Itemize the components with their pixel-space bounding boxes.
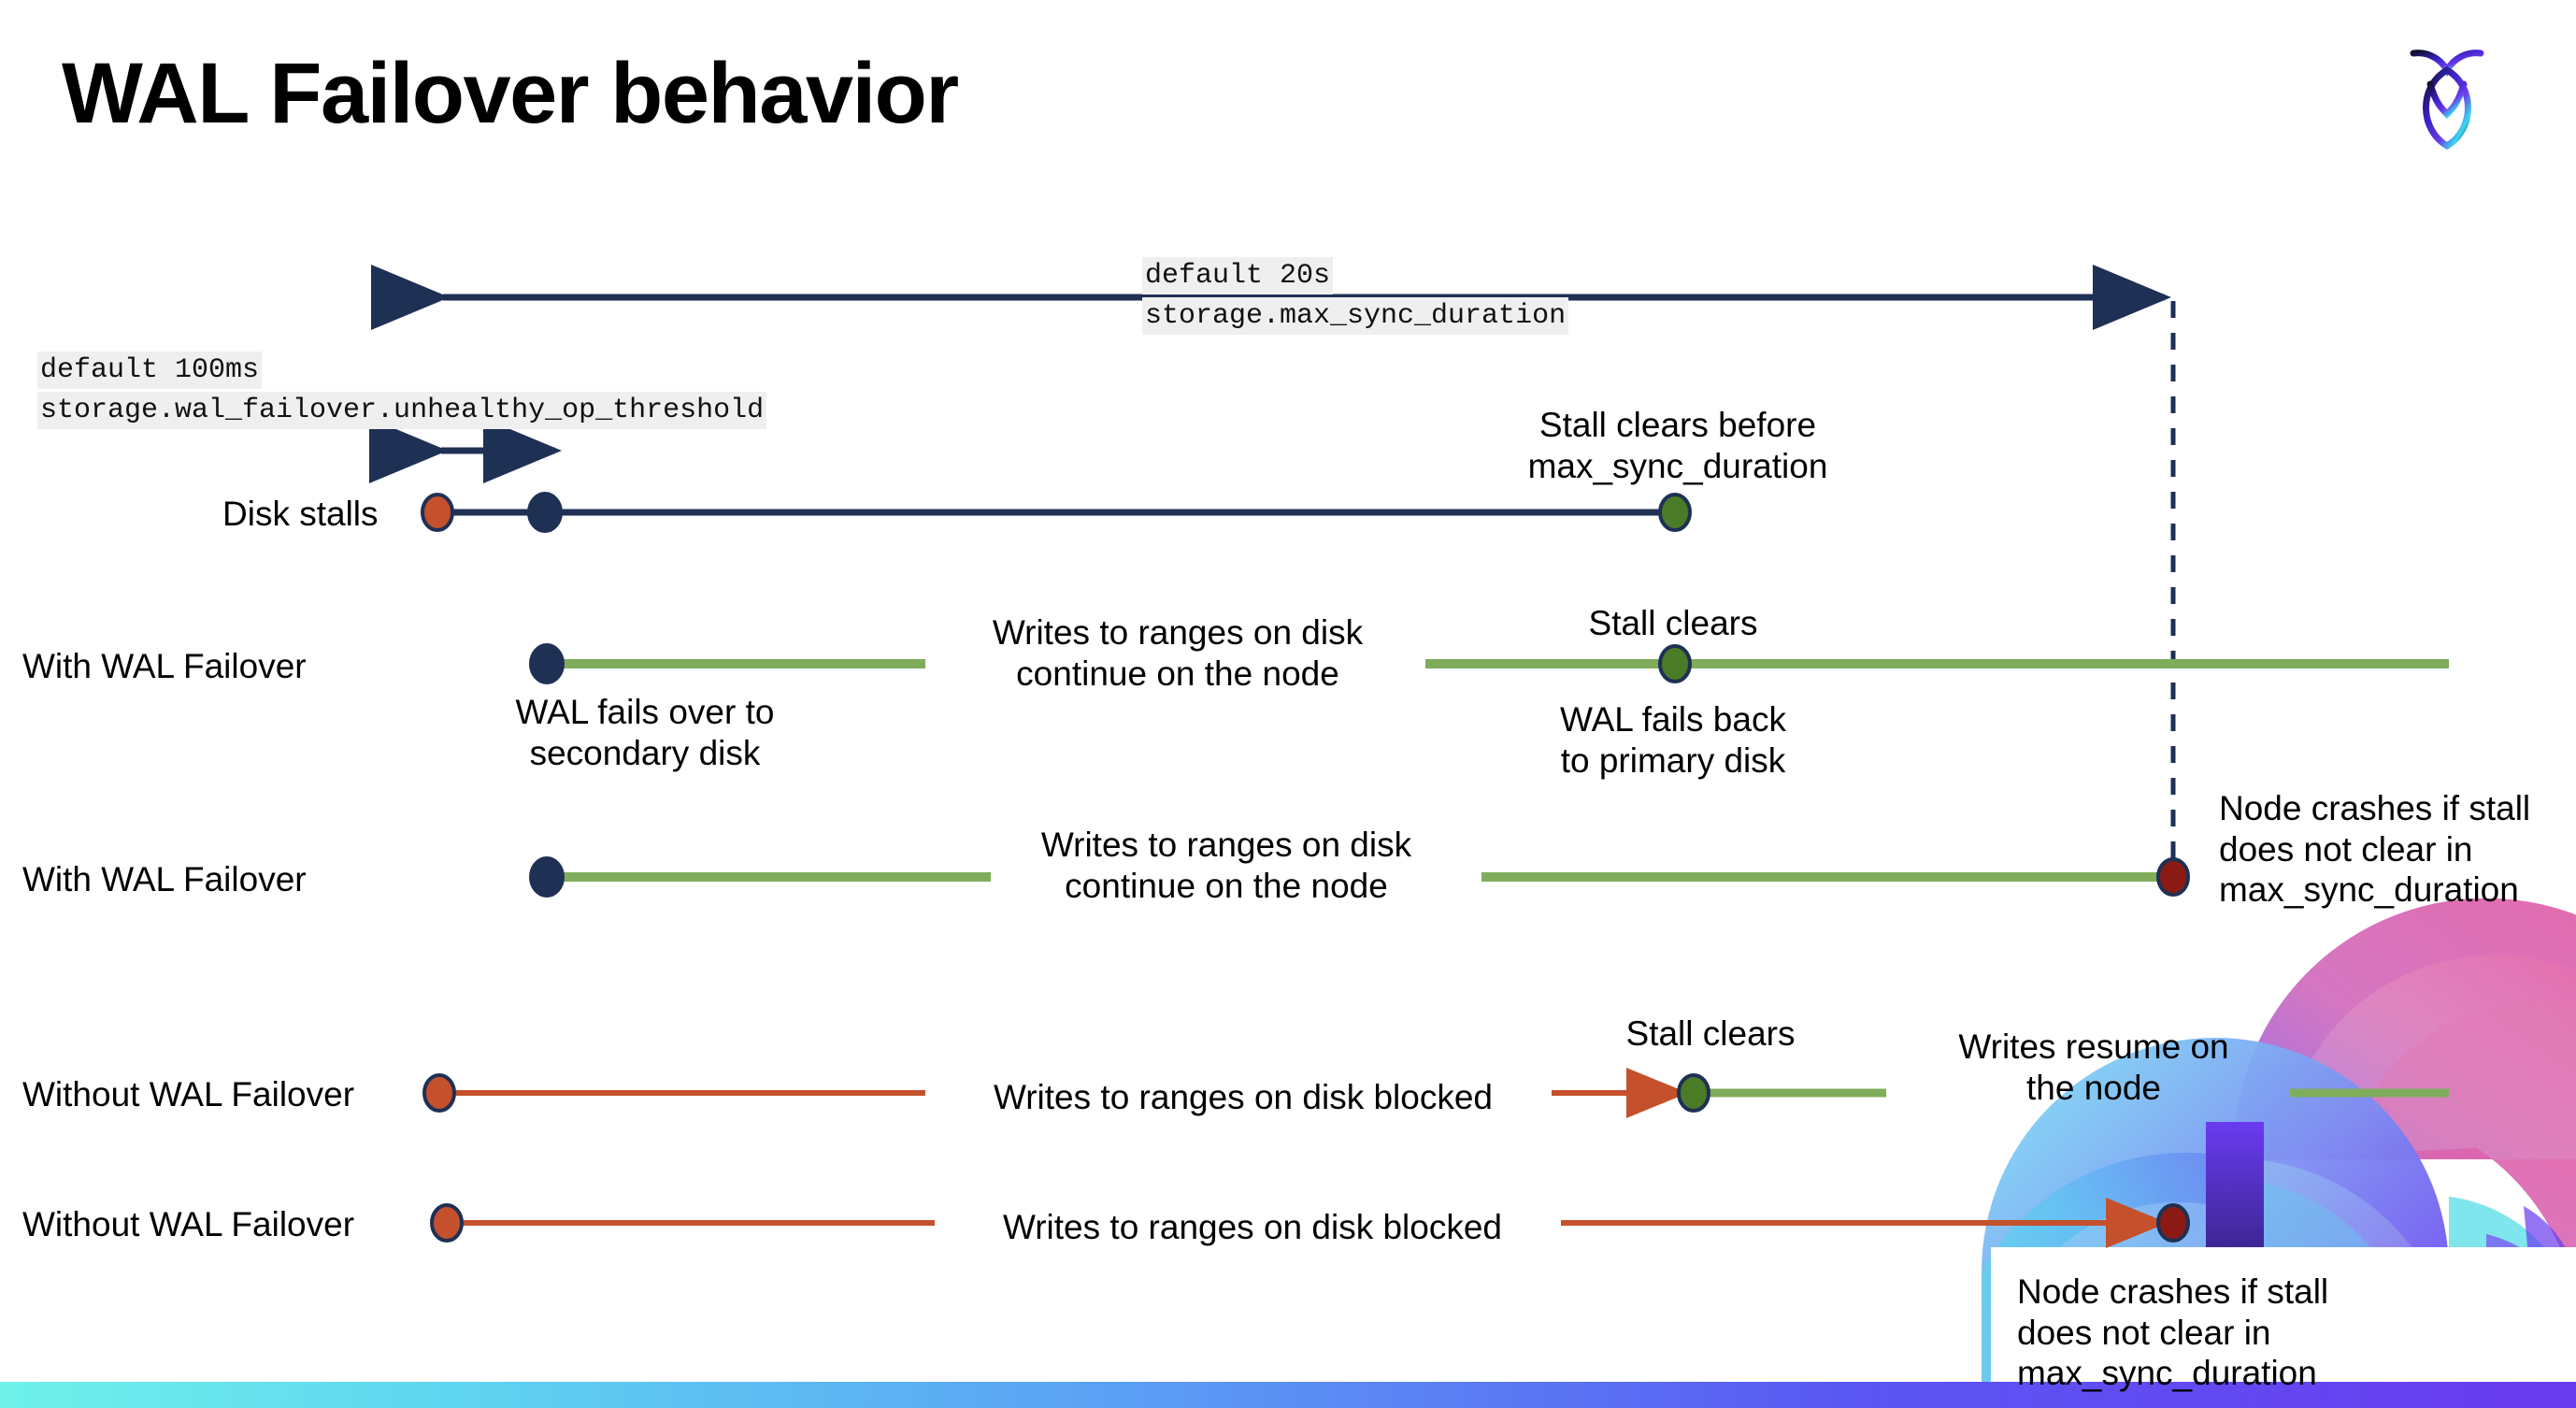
annot-wal-fails-over: WAL fails over to secondary disk: [515, 693, 775, 772]
stall-clears-dot: [1658, 493, 1692, 532]
annot-stall-clears-a: Stall clears: [1588, 604, 1758, 642]
row-label-disk-stalls: Disk stalls: [222, 495, 379, 533]
max-sync-default-chip: default 20s: [1142, 257, 1334, 295]
unhealthy-default-chip: default 100ms: [37, 352, 263, 390]
page-title: WAL Failover behavior: [62, 46, 959, 141]
failover-dot: [529, 856, 565, 898]
stall-clears-dot: [1658, 644, 1692, 683]
row-disk-stalls-track: [421, 492, 1692, 533]
callout-card-backdrop: [1991, 1247, 2576, 1382]
node-crash-dot: [2156, 1203, 2190, 1243]
failover-dot: [527, 492, 563, 533]
row-with-wal-failover-b-track: [529, 856, 2190, 898]
stall-start-dot: [430, 1203, 464, 1243]
annot-writes-blocked-a: Writes to ranges on disk blocked: [935, 1075, 1552, 1120]
cockroach-labs-logo-icon: [2382, 28, 2512, 164]
annot-writes-blocked-b: Writes to ranges on disk blocked: [944, 1205, 1561, 1250]
row-label-with-wal-failover-a: With WAL Failover: [22, 647, 307, 685]
row-with-wal-failover-a-track: [529, 643, 2449, 684]
stall-start-dot: [422, 1073, 456, 1113]
stall-clears-dot: [1677, 1073, 1710, 1113]
row-label-with-wal-failover-b: With WAL Failover: [22, 860, 307, 898]
unhealthy-name-chip: storage.wal_failover.unhealthy_op_thresh…: [37, 392, 767, 430]
max-sync-name-chip: storage.max_sync_duration: [1142, 297, 1569, 336]
row-without-wal-failover-b-track: [430, 1198, 2190, 1248]
annot-writes-resume: Writes resume on the node: [1958, 1027, 2229, 1107]
stall-start-dot: [421, 493, 454, 532]
annot-writes-continue-a: Writes to ranges on disk continue on the…: [944, 611, 1411, 697]
row-label-without-wal-failover-a: Without WAL Failover: [22, 1075, 355, 1113]
annot-wal-fails-back: WAL fails back to primary disk: [1560, 700, 1786, 780]
annot-node-crashes-a: Node crashes if stall does not clear in …: [2219, 789, 2531, 910]
row-label-without-wal-failover-b: Without WAL Failover: [22, 1205, 355, 1243]
row-without-wal-failover-a-track: [422, 1068, 2449, 1118]
annot-stall-clears-b: Stall clears: [1625, 1014, 1796, 1053]
bottom-gradient-bar: [0, 1382, 2576, 1408]
node-crash-dot: [2156, 857, 2190, 897]
annot-writes-continue-b: Writes to ranges on disk continue on the…: [993, 823, 1460, 909]
failover-dot: [529, 643, 565, 684]
annot-node-crashes-b: Node crashes if stall does not clear in …: [2017, 1272, 2329, 1393]
annot-stall-clears-before-max-sync: Stall clears before max_sync_duration: [1527, 406, 1828, 485]
